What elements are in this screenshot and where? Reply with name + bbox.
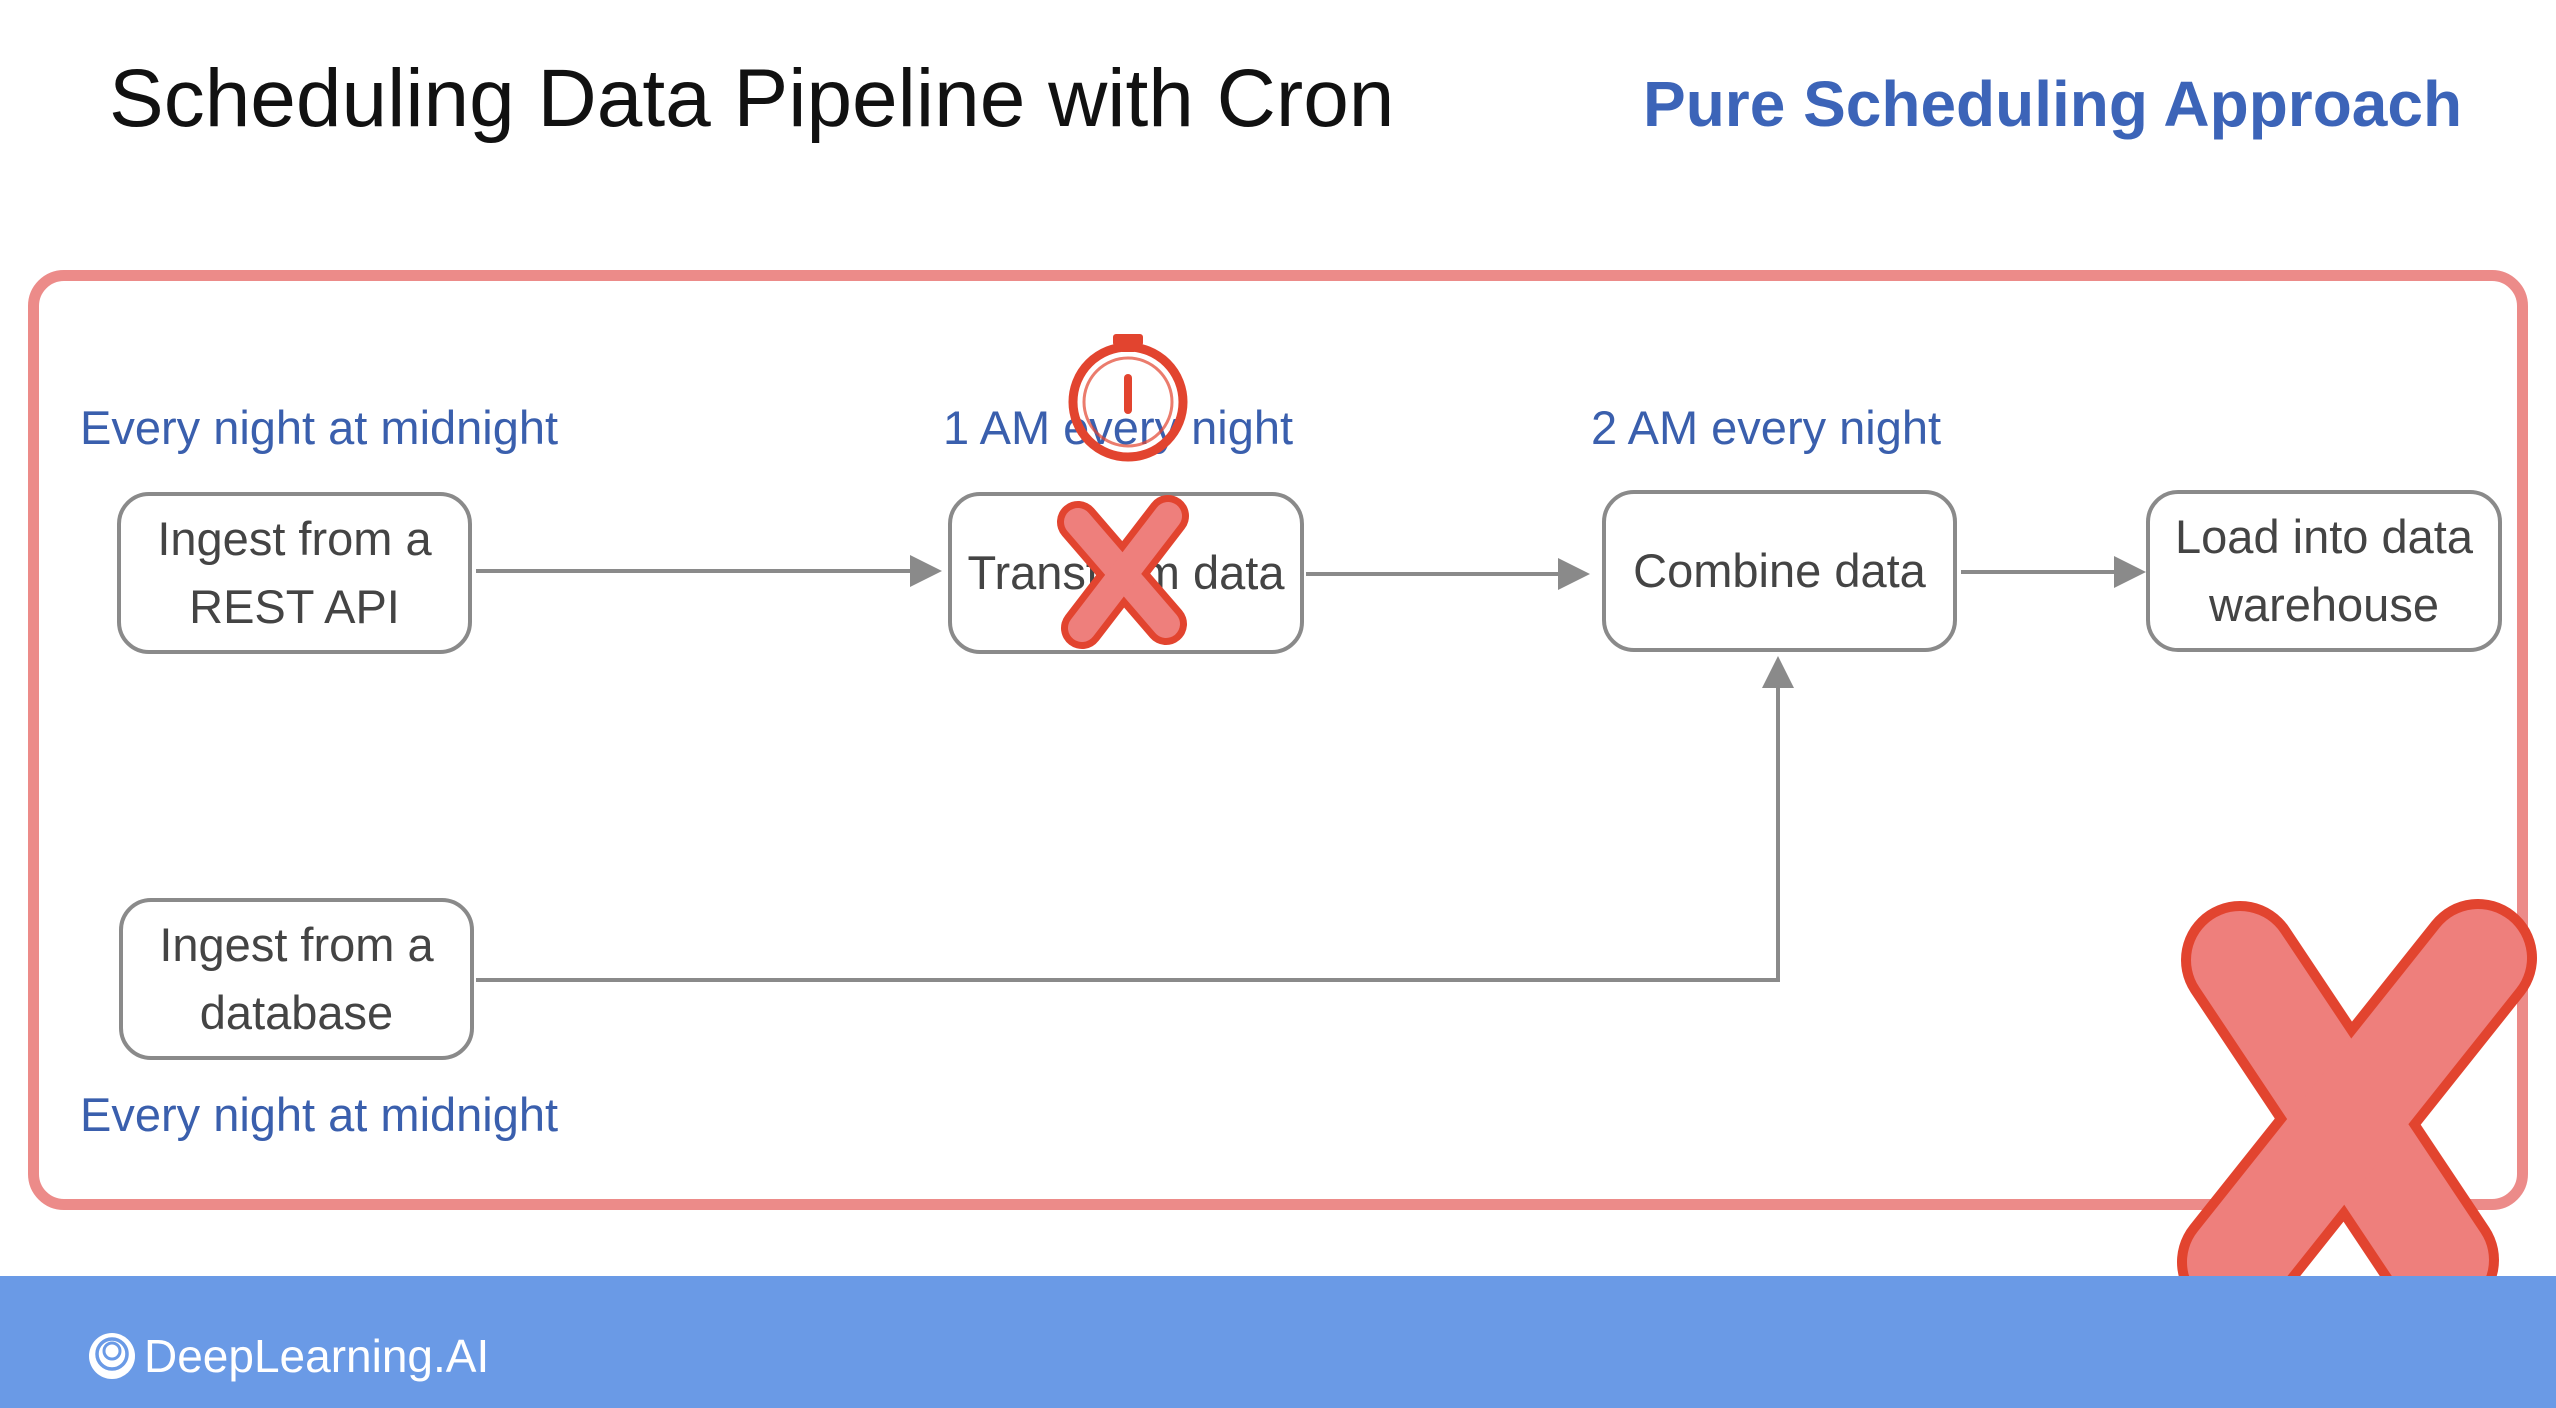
approach-subtitle: Pure Scheduling Approach <box>1643 68 2463 140</box>
brand-name: DeepLearning.AI <box>144 1330 490 1382</box>
schedule-ingest-db: Every night at midnight <box>80 1088 559 1141</box>
node-transform-data: Transform data <box>948 492 1304 654</box>
arrow-ingest-db-to-combine <box>476 656 1794 982</box>
page-title: Scheduling Data Pipeline with Cron <box>109 53 1395 144</box>
schedule-combine: 2 AM every night <box>1591 401 1942 454</box>
deeplearning-logo-icon <box>89 1333 135 1379</box>
footer-bar <box>0 1276 2556 1408</box>
node-load-warehouse: Load into data warehouse <box>2146 490 2502 652</box>
node-combine-data: Combine data <box>1602 490 1957 652</box>
schedule-transform: 1 AM every night <box>943 401 1294 454</box>
pipeline-frame <box>28 270 2528 1210</box>
node-ingest-rest-api: Ingest from a REST API <box>117 492 472 654</box>
schedule-ingest-api: Every night at midnight <box>80 401 559 454</box>
deeplearning-logo: DeepLearning.AI <box>86 1330 489 1382</box>
node-ingest-database: Ingest from a database <box>119 898 474 1060</box>
